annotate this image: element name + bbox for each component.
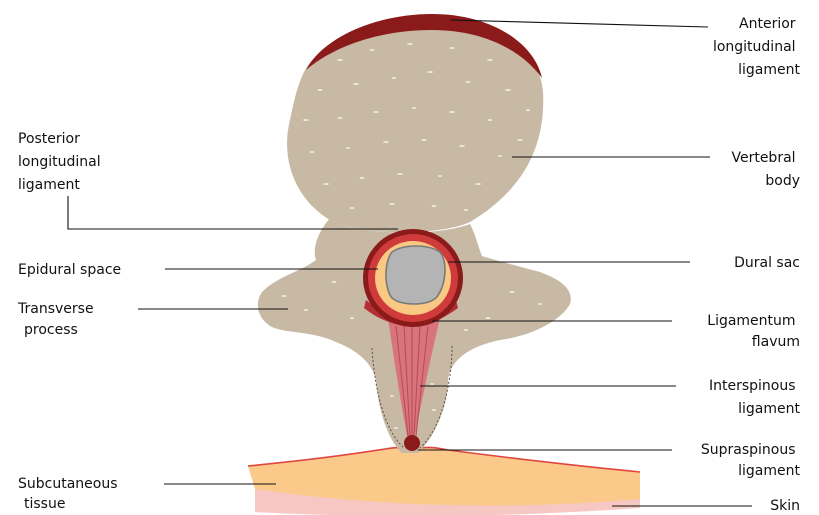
label-anterior-longitudinal-ligament: Anterior longitudinal ligament	[713, 16, 801, 78]
label-dural-sac: Dural sac	[734, 255, 800, 271]
label-skin: Skin	[770, 498, 800, 514]
label-supraspinous-ligament: Supraspinous ligament	[701, 442, 801, 479]
label-epidural-space: Epidural space	[18, 262, 121, 278]
label-interspinous-ligament: Interspinous ligament	[709, 378, 801, 417]
label-subcutaneous-tissue: Subcutaneous tissue	[18, 476, 122, 512]
label-transverse-process: Transverse process	[17, 301, 98, 338]
label-posterior-longitudinal-ligament: Posterior longitudinal ligament	[18, 131, 105, 193]
label-vertebral-body: Vertebral body	[731, 150, 800, 189]
dural-sac-shape	[386, 246, 445, 304]
label-ligamentum-flavum: Ligamentum flavum	[707, 313, 800, 350]
supraspinous-ligament-shape	[404, 435, 420, 451]
